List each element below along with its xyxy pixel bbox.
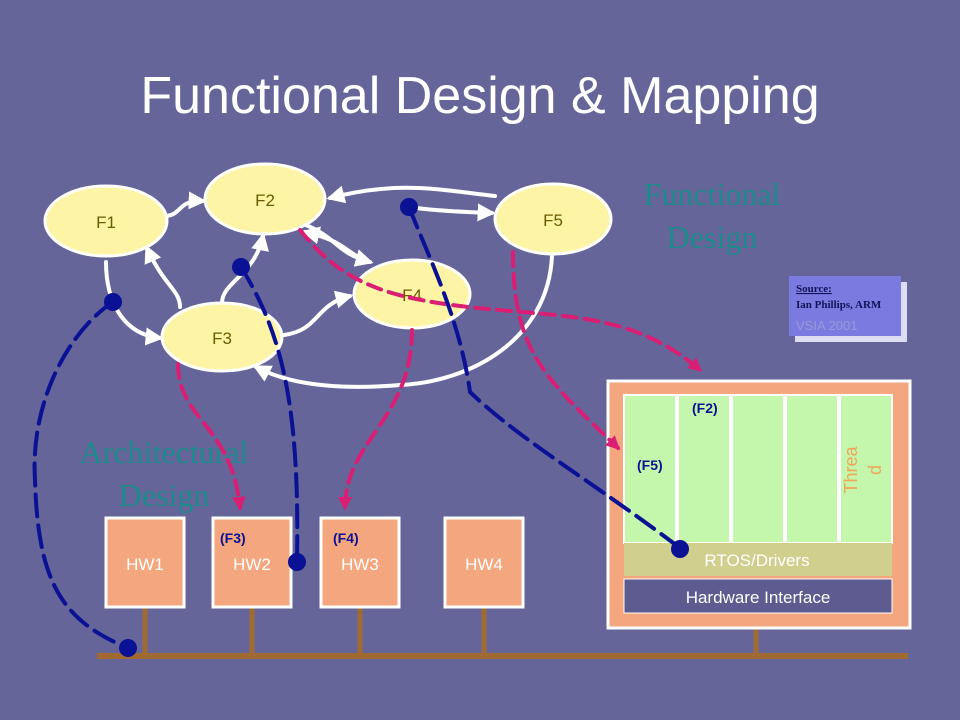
hardware-interface-label: Hardware Interface [686, 588, 831, 607]
mapping-f3-to-hw2 [176, 362, 246, 511]
arrow-f1-to-f2 [165, 191, 207, 218]
rtos-drivers-layer [624, 543, 892, 576]
link-dot-f3 [232, 258, 250, 276]
link-endpoints [104, 198, 689, 657]
link-dot-hw2 [288, 553, 306, 571]
hw2-label: HW2 [233, 555, 271, 574]
hw1-label: HW1 [126, 555, 164, 574]
source-author: Ian Phillips, ARM [796, 299, 882, 311]
source-event: VSIA 2001 [796, 318, 857, 333]
hw3-block: (F4) HW3 [319, 516, 401, 609]
f1-label: F1 [96, 213, 116, 232]
architectural-label-line1: Architectural [80, 434, 249, 470]
functional-label-line1: Functional [644, 176, 781, 212]
source-box: Source: Ian Phillips, ARM VSIA 2001 [789, 276, 907, 342]
arrow-f5-to-f3 [252, 254, 554, 389]
function-node-f3: F3 [160, 301, 284, 373]
thread1-mapped-function: (F5) [637, 457, 663, 473]
function-node-f5: F5 [493, 182, 613, 256]
hw2-mapped-function: (F3) [220, 530, 246, 546]
arrow-f3-to-f4 [282, 290, 354, 337]
link-f1-to-bus [32, 300, 130, 650]
thread-2 [677, 394, 731, 544]
hw1-block: HW1 [104, 516, 186, 609]
f2-label: F2 [255, 191, 275, 210]
rtos-drivers-label: RTOS/Drivers [704, 551, 809, 570]
thread-label-part1: Threa [841, 446, 861, 494]
link-dot-rtos [671, 540, 689, 558]
hw4-block: HW4 [443, 516, 525, 609]
arrow-f3-to-f1 [144, 244, 182, 309]
f4-label: F4 [402, 286, 422, 305]
dataflow-arrows [104, 185, 554, 389]
processor-block: RTOS/Drivers Hardware Interface Threa d … [606, 379, 912, 630]
hw3-mapped-function: (F4) [333, 530, 359, 546]
hardware-interface-layer [623, 578, 893, 614]
f3-label: F3 [212, 329, 232, 348]
link-dot-bus [119, 639, 137, 657]
hw2-block: (F3) HW2 [211, 516, 293, 609]
mapping-arrows [176, 228, 703, 511]
thread-3 [731, 394, 785, 544]
f5-label: F5 [543, 211, 563, 230]
function-node-f2: F2 [203, 162, 327, 236]
thread-label-part2: d [865, 465, 885, 475]
system-bus [97, 606, 908, 659]
functional-design-label: Functional Design [644, 176, 781, 255]
mapping-f2-to-thread2 [298, 228, 703, 372]
function-node-f4: F4 [352, 258, 472, 330]
function-node-f1: F1 [43, 184, 169, 258]
thread-4 [785, 394, 839, 544]
thread2-mapped-function: (F2) [692, 400, 718, 416]
mapping-f4-to-hw3 [338, 328, 414, 511]
link-dot-f1 [104, 293, 122, 311]
arrow-f4-to-f2 [301, 226, 362, 260]
arrow-f3-to-f2 [220, 232, 269, 305]
arrow-f2-f5-link [326, 185, 497, 204]
slide-title: Functional Design & Mapping [140, 67, 819, 125]
thread-1 [623, 394, 677, 544]
hw4-label: HW4 [465, 555, 503, 574]
arrow-to-f5 [414, 203, 496, 222]
source-label: Source: [796, 283, 832, 295]
link-f5-to-rtos [407, 205, 682, 550]
mapping-f5-to-thread1 [511, 250, 621, 450]
architectural-label-line2: Design [119, 477, 210, 513]
functional-label-line2: Design [667, 219, 758, 255]
arrow-f1-to-f3 [104, 260, 164, 346]
link-dot-f5 [400, 198, 418, 216]
architectural-design-label: Architectural Design [80, 434, 249, 513]
hw3-label: HW3 [341, 555, 379, 574]
communication-links [32, 205, 682, 650]
